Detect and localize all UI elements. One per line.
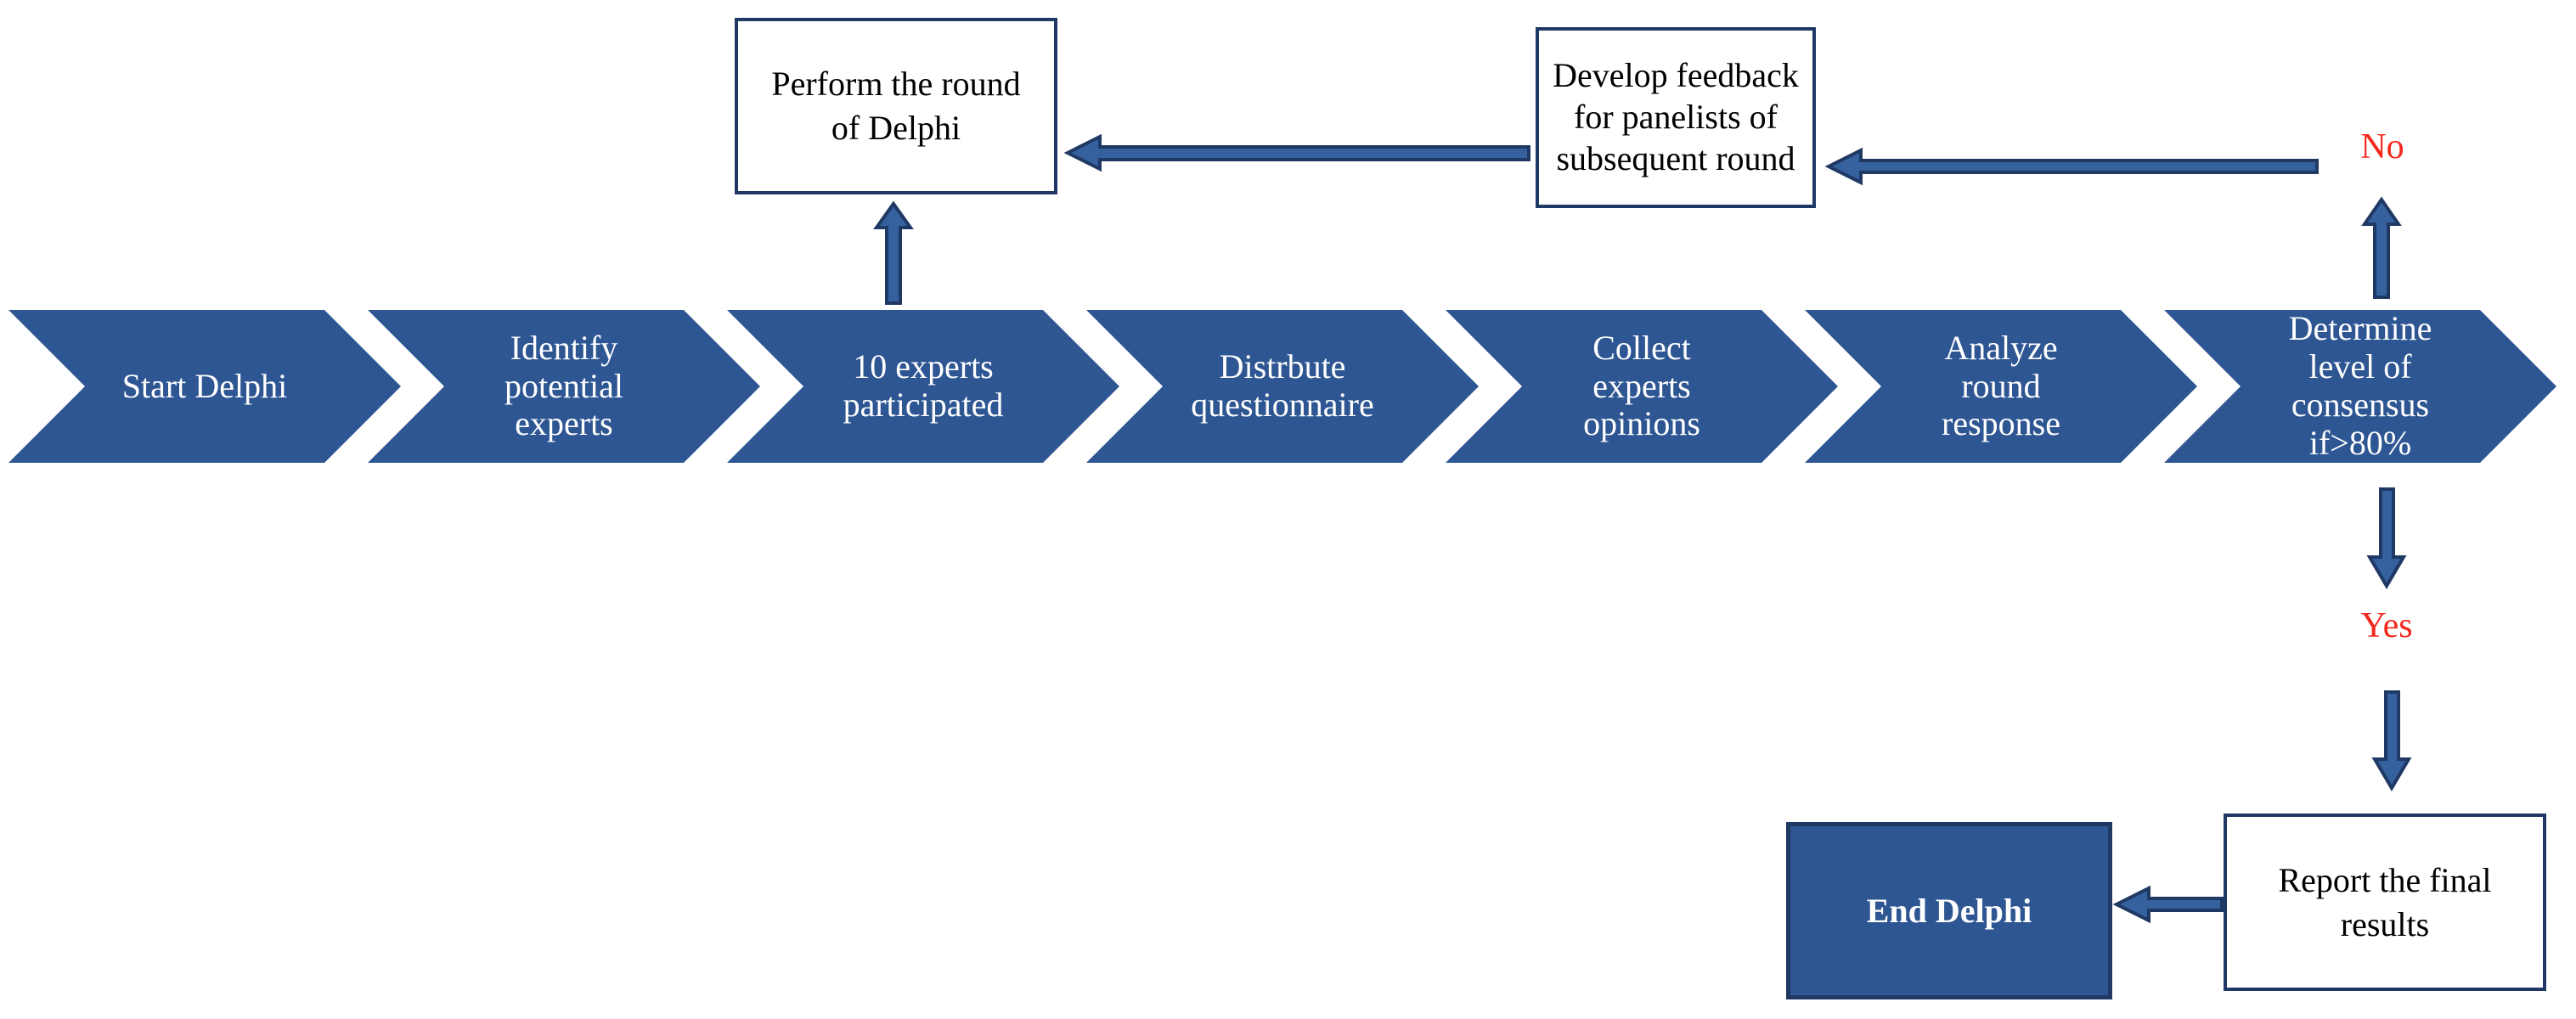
step-label: Start Delphi [121,366,288,405]
perform-round-box: Perform the round of Delphi [735,18,1057,194]
branch-label-no: No [2360,127,2404,166]
arrow-develop-to-perform-icon [1063,133,1530,172]
step-label: 10 experts participated [843,347,1004,424]
arrow-consensus-down-to-yes-icon [2366,487,2407,589]
step-collect-opinions: Collect experts opinions [1446,310,1838,463]
end-delphi-box: End Delphi [1786,822,2112,999]
step-identify-experts: Identify potential experts [368,310,760,463]
arrow-report-to-end-icon [2112,885,2224,924]
arrow-yes-to-report-icon [2371,690,2412,791]
arrow-consensus-up-to-no-icon [2361,196,2402,299]
develop-feedback-box: Develop feedback for panelists of subseq… [1536,27,1816,208]
arrow-up-to-perform-box-icon [873,200,914,305]
arrow-no-to-develop-icon [1824,147,2319,186]
step-label: Determine level of consensus if>80% [2288,309,2432,462]
step-label: Collect experts opinions [1583,328,1700,443]
step-label: Analyze round response [1942,328,2060,443]
step-label: Distrbute questionnaire [1191,347,1374,424]
branch-label-yes: Yes [2360,606,2413,645]
step-label: Identify potential experts [504,328,623,443]
report-results-box: Report the final results [2224,814,2546,991]
